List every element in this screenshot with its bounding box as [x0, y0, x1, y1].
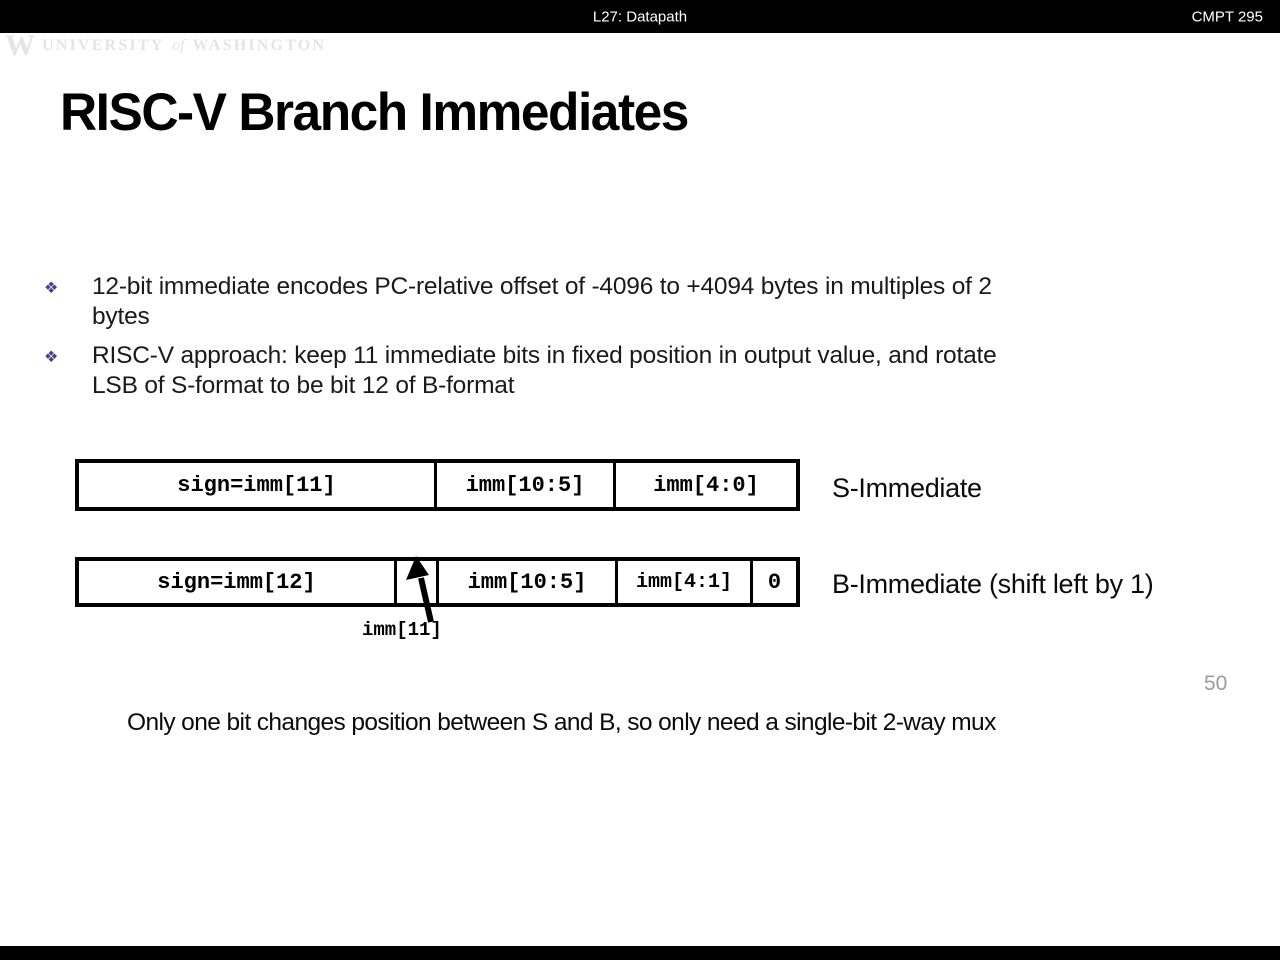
- b-immediate-row: sign=imm[12] imm[10:5] imm[4:1] 0: [75, 557, 800, 607]
- bottom-bar: [0, 946, 1280, 960]
- b-immediate-label: B-Immediate (shift left by 1): [832, 569, 1154, 599]
- uw-logo-icon: W: [5, 29, 35, 62]
- wordmark-university: UNIVERSITY: [42, 37, 164, 54]
- b-cell-sign: sign=imm[12]: [157, 569, 316, 595]
- top-bar: L27: Datapath CMPT 295: [0, 0, 1280, 33]
- s-immediate-label: S-Immediate: [832, 473, 982, 503]
- imm11-arrow-label: imm[11]: [362, 619, 442, 641]
- bullet-1-line-2: bytes: [92, 303, 150, 330]
- lecture-title: L27: Datapath: [592, 8, 688, 25]
- bullet-diamond-icon: ❖: [44, 280, 59, 297]
- b-cell-mux-bit: [394, 561, 436, 603]
- b-cell-imm4-1: imm[4:1]: [615, 561, 750, 603]
- page-number: 50: [1204, 672, 1228, 695]
- wordmark-of: of: [172, 37, 185, 54]
- bottom-caption: Only one bit changes position between S …: [127, 709, 996, 736]
- bullet-item-2: RISC-V approach: keep 11 immediate bits …: [92, 341, 1232, 401]
- page-title: RISC-V Branch Immediates: [60, 83, 689, 142]
- bullet-diamond-icon: ❖: [44, 349, 59, 366]
- bullet-1-line-1: 12-bit immediate encodes PC-relative off…: [92, 273, 992, 300]
- course-code: CMPT 295: [1191, 8, 1263, 25]
- up-arrow-icon: [406, 556, 434, 623]
- s-cell-imm4-0: imm[4:0]: [613, 463, 796, 507]
- bullet-2-line-2: LSB of S-format to be bit 12 of B-format: [92, 372, 515, 399]
- university-wordmark: UNIVERSITY of WASHINGTON: [42, 37, 326, 55]
- b-cell-imm10-5: imm[10:5]: [436, 561, 615, 603]
- s-cell-sign: sign=imm[11]: [177, 472, 336, 498]
- wordmark-washington: WASHINGTON: [192, 37, 327, 54]
- bullet-item-1: 12-bit immediate encodes PC-relative off…: [92, 272, 1232, 332]
- s-immediate-row: sign=imm[11] imm[10:5] imm[4:0]: [75, 459, 800, 511]
- s-cell-imm10-5: imm[10:5]: [434, 463, 613, 507]
- university-watermark: W UNIVERSITY of WASHINGTON: [5, 29, 326, 62]
- b-cell-zero: 0: [750, 561, 796, 603]
- bullet-2-line-1: RISC-V approach: keep 11 immediate bits …: [92, 342, 997, 369]
